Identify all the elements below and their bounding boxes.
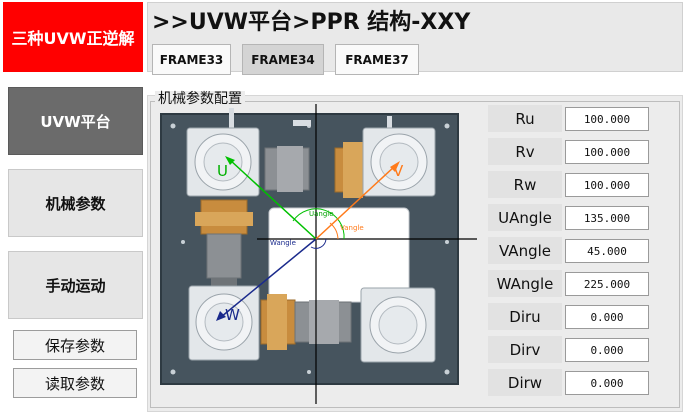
w-label: W: [225, 306, 240, 324]
dirw-input[interactable]: [565, 371, 649, 395]
rw-input[interactable]: [565, 173, 649, 197]
vangle-label: Vangle: [340, 224, 364, 232]
param-label-uangle: UAngle: [488, 204, 562, 231]
mount-bolts: [170, 123, 450, 375]
param-label-ru: Ru: [488, 105, 562, 132]
param-label-rv: Rv: [488, 138, 562, 165]
dirv-input[interactable]: [565, 338, 649, 362]
nav-uvw-platform[interactable]: UVW平台: [8, 87, 143, 155]
uangle-input[interactable]: [565, 206, 649, 230]
param-label-wangle: WAngle: [488, 270, 562, 297]
page-title: >>UVW平台>PPR 结构-XXY: [152, 10, 471, 35]
ru-input[interactable]: [565, 107, 649, 131]
u-label: U: [217, 162, 228, 180]
params-group-box: [150, 101, 680, 408]
param-label-diru: Diru: [488, 303, 562, 330]
params-group-title: 机械参数配置: [155, 91, 245, 107]
idle-bearing-module: [360, 287, 436, 363]
load-params-button[interactable]: 读取参数: [13, 368, 137, 398]
w-vector-arrow: [216, 238, 317, 321]
wangle-label: Wangle: [270, 239, 296, 247]
uangle-label: Uangle: [309, 210, 334, 218]
nav-manual-motion[interactable]: 手动运动: [8, 251, 143, 319]
param-label-dirw: Dirw: [488, 369, 562, 396]
rv-input[interactable]: [565, 140, 649, 164]
param-label-vangle: VAngle: [488, 237, 562, 264]
uvw-platform-diagram: U V W Uangle Vangle Wangle: [159, 104, 484, 407]
vangle-input[interactable]: [565, 239, 649, 263]
save-params-button[interactable]: 保存参数: [13, 330, 137, 360]
tab-frame34[interactable]: FRAME34: [242, 44, 324, 75]
tab-frame37[interactable]: FRAME37: [335, 44, 419, 75]
nav-mechanical-params[interactable]: 机械参数: [8, 169, 143, 237]
app-brand: 三种UVW正逆解: [3, 2, 143, 72]
tab-frame33[interactable]: FRAME33: [152, 44, 231, 75]
w-actuator-module: [188, 285, 352, 361]
u-vector-arrow: [225, 156, 317, 240]
diru-input[interactable]: [565, 305, 649, 329]
u-actuator-module: [186, 127, 310, 197]
param-label-rw: Rw: [488, 171, 562, 198]
v-vector-arrow: [315, 161, 400, 240]
wangle-input[interactable]: [565, 272, 649, 296]
v-label: V: [393, 162, 404, 180]
param-label-dirv: Dirv: [488, 336, 562, 363]
